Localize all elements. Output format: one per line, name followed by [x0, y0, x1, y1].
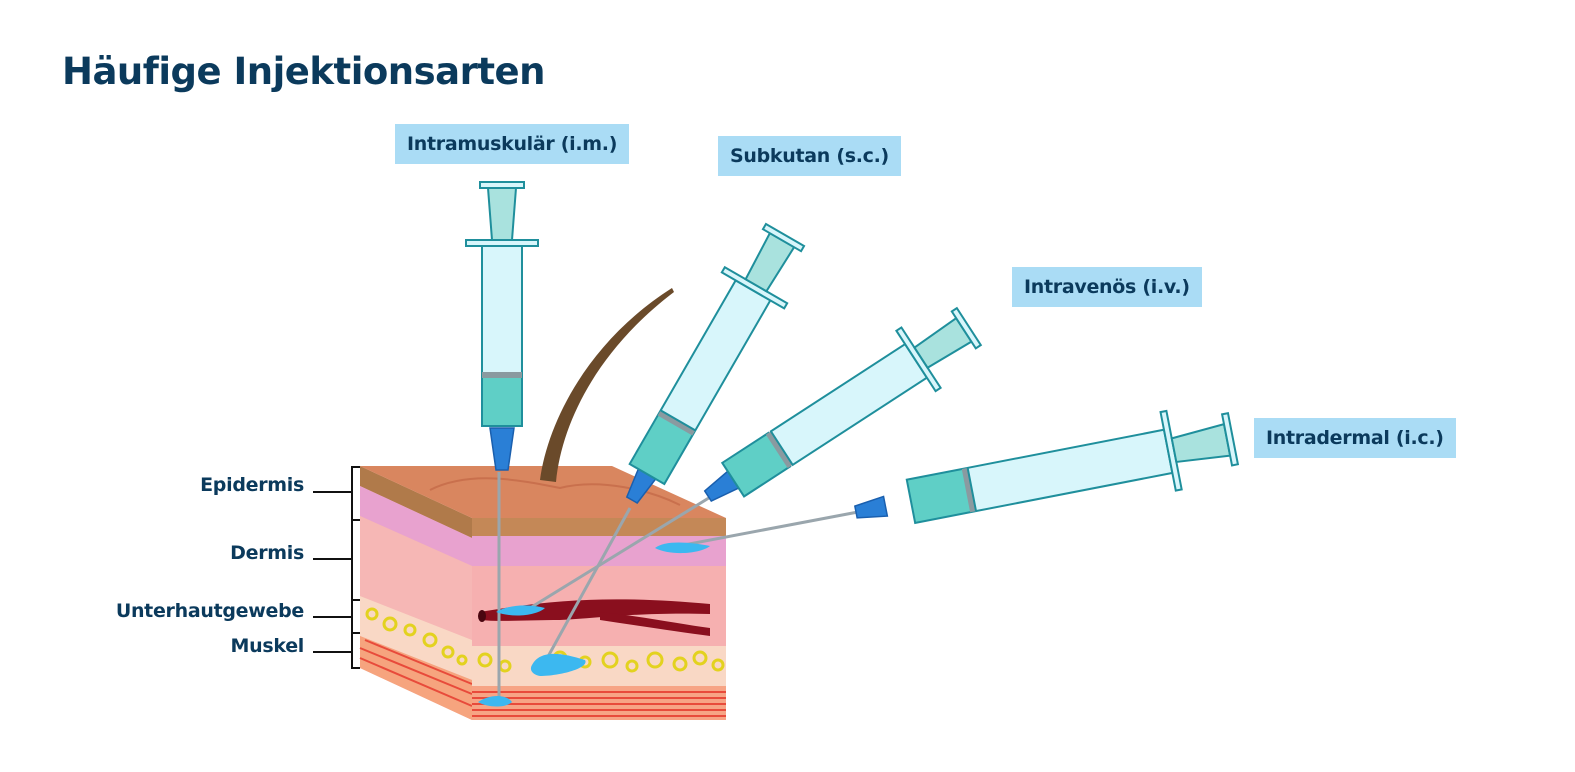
injected-fluid [478, 542, 710, 707]
page-title: Häufige Injektionsarten [62, 50, 546, 93]
label-subkutan: Subkutan (s.c.) [718, 136, 901, 176]
skin-block-left-face [359, 466, 473, 720]
layer-label-dermis: Dermis [230, 542, 304, 564]
label-intravenos: Intravenös (i.v.) [1012, 267, 1202, 307]
layer-label-muskel: Muskel [230, 635, 305, 657]
hair [540, 288, 674, 482]
syringe-intramuskular [465, 181, 539, 471]
syringe-subkutan [625, 222, 806, 504]
syringe-intradermal [853, 409, 1240, 525]
label-intramuskular: Intramuskulär (i.m.) [395, 124, 630, 164]
layer-label-unterhautgewebe: Unterhautgewebe [115, 600, 304, 622]
label-intradermal: Intradermal (i.c.) [1254, 418, 1456, 458]
needles [497, 472, 859, 700]
layer-label-epidermis: Epidermis [200, 474, 304, 496]
layer-bracket [313, 466, 360, 669]
syringe-intravenos [703, 306, 983, 502]
